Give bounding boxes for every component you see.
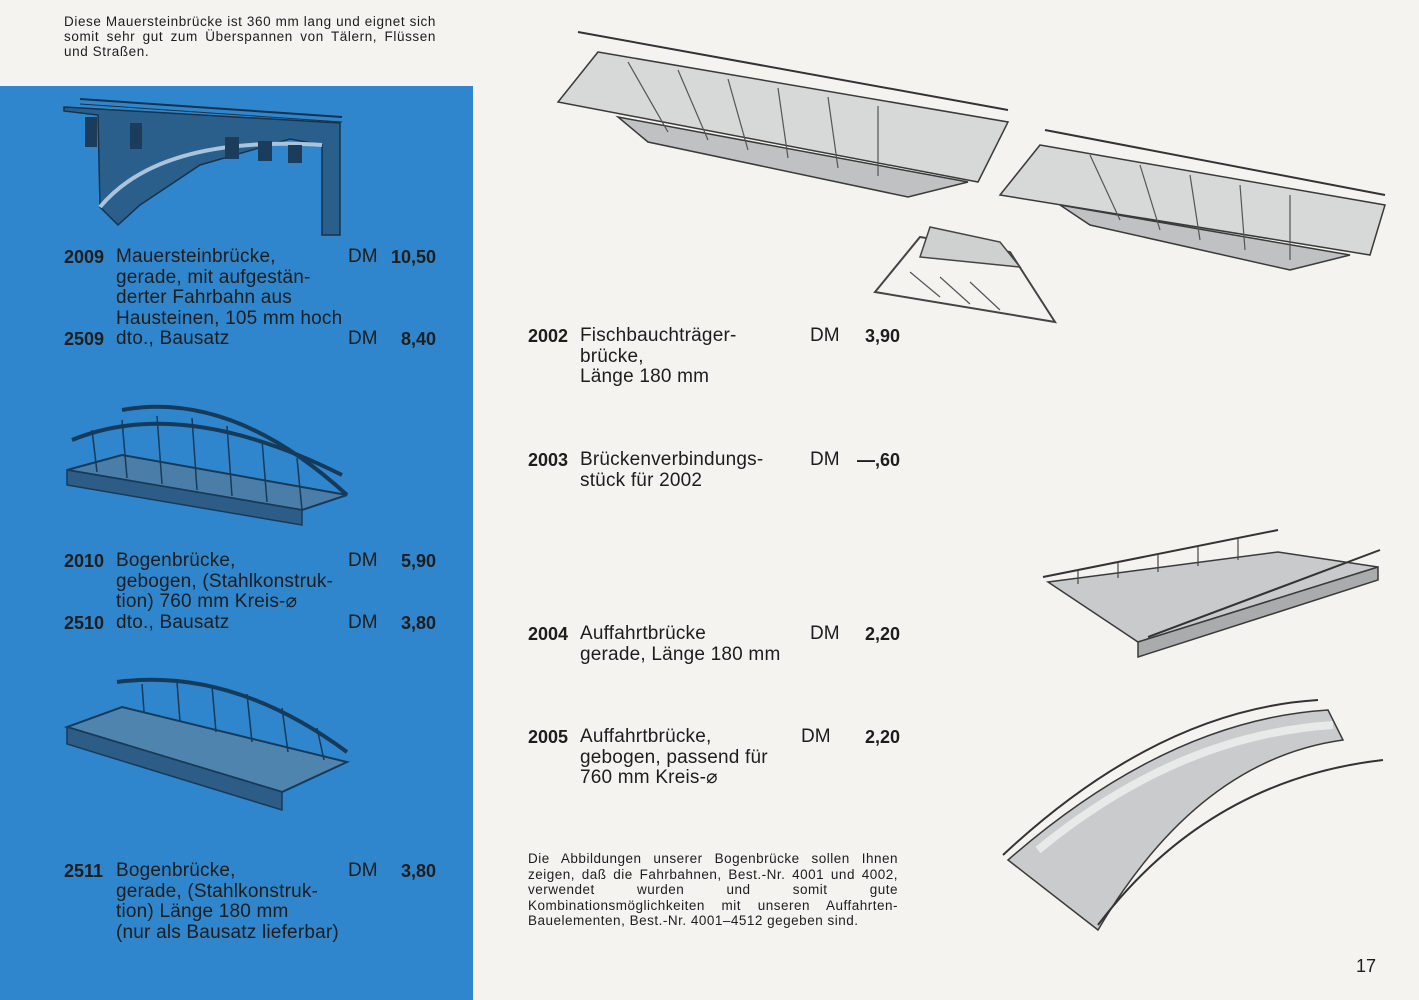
currency: DM [810, 623, 840, 644]
product-description: derter Fahrbahn aus [116, 287, 292, 308]
product-description: dto., Bausatz [116, 611, 230, 633]
fishbelly-truss-bridge-image [998, 129, 1386, 271]
product-description: Auffahrtbrücke, [580, 726, 712, 747]
product-description: dto., Bausatz [116, 328, 230, 349]
product-code: 2009 [64, 247, 105, 267]
product-2511: 2511 Bogenbrücke, DM 3,80 gerade, (Stahlkon… [64, 860, 436, 943]
product-2010-2510: 2010 Bogenbrücke, DM 5,90 gebogen, (Stahlko… [64, 550, 436, 633]
product-code: 2509 [64, 329, 105, 349]
price: 3,80 [400, 861, 436, 881]
bridge-connector-image [873, 226, 1058, 324]
product-description: tion) Länge 180 mm [116, 901, 289, 922]
currency: DM [348, 328, 378, 349]
product-description: Auffahrtbrücke [580, 623, 707, 644]
currency: DM [348, 550, 378, 571]
currency: DM [801, 726, 831, 747]
product-description: Mauersteinbrücke, [116, 246, 276, 267]
price: 5,90 [400, 551, 436, 571]
price: 10,50 [390, 247, 436, 267]
product-description: Hausteinen, 105 mm hoch [116, 307, 343, 329]
product-description: 760 mm Kreis-⌀ [580, 767, 718, 788]
price: 2,20 [864, 624, 900, 644]
currency: DM [810, 449, 840, 470]
price: 2,20 [864, 727, 900, 747]
straight-ramp-bridge-image [1042, 529, 1381, 659]
product-description: (nur als Bausatz lieferbar) [116, 921, 339, 943]
currency: DM [348, 611, 378, 633]
product-code: 2004 [528, 624, 569, 644]
product-2009-2509: 2009 Mauersteinbrücke, DM 10,50 gerade, mit… [64, 246, 436, 350]
curved-ramp-bridge-image [1002, 699, 1384, 932]
footnote-text: Die Abbildungen unserer Bogenbrücke soll… [528, 851, 898, 928]
price: 3,80 [400, 612, 436, 633]
fishbelly-truss-bridge-image [556, 31, 1010, 198]
product-description: gerade, Länge 180 mm [580, 643, 781, 665]
product-description: Brückenverbindungs- [580, 449, 764, 470]
product-2003: 2003 Brückenverbindungs- DM —,60 stück für … [528, 449, 900, 491]
product-2005: 2005 Auffahrtbrücke, DM 2,20 gebogen, passe… [528, 726, 900, 789]
product-2004: 2004 Auffahrtbrücke DM 2,20 gerade, Länge 1… [528, 623, 900, 665]
product-code: 2005 [528, 727, 569, 747]
product-description: Länge 180 mm [580, 366, 710, 387]
product-code: 2510 [64, 612, 105, 633]
product-2002: 2002 Fischbauchträger- DM 3,90 brücke, Läng… [528, 325, 900, 388]
currency: DM [348, 860, 378, 881]
product-code: 2002 [528, 326, 569, 346]
product-code: 2010 [64, 551, 105, 571]
product-description: gebogen, (Stahlkonstruk- [116, 570, 334, 592]
price: 8,40 [400, 329, 436, 349]
stone-arch-bridge-image [63, 98, 343, 236]
intro-text: Diese Mauersteinbrücke ist 360 mm lang u… [64, 14, 436, 59]
product-code: 2003 [528, 450, 569, 470]
product-description: tion) 760 mm Kreis-⌀ [116, 591, 298, 612]
currency: DM [348, 246, 378, 267]
price: 3,90 [864, 326, 900, 346]
product-description: gerade, mit aufgestän- [116, 266, 311, 288]
product-description: brücke, [580, 345, 644, 367]
product-description: gerade, (Stahlkonstruk- [116, 880, 319, 902]
straight-arch-bridge-image [63, 677, 351, 812]
currency: DM [810, 325, 840, 346]
product-code: 2511 [64, 861, 104, 881]
blue-panel [0, 86, 473, 1000]
price: —,60 [856, 450, 900, 470]
product-description: stück für 2002 [580, 469, 703, 491]
product-description: gebogen, passend für [580, 746, 768, 768]
page-number: 17 [1356, 956, 1377, 976]
product-description: Bogenbrücke, [116, 550, 236, 571]
curved-arch-bridge-image [66, 404, 349, 526]
product-description: Bogenbrücke, [116, 860, 236, 881]
product-description: Fischbauchträger- [580, 325, 737, 346]
